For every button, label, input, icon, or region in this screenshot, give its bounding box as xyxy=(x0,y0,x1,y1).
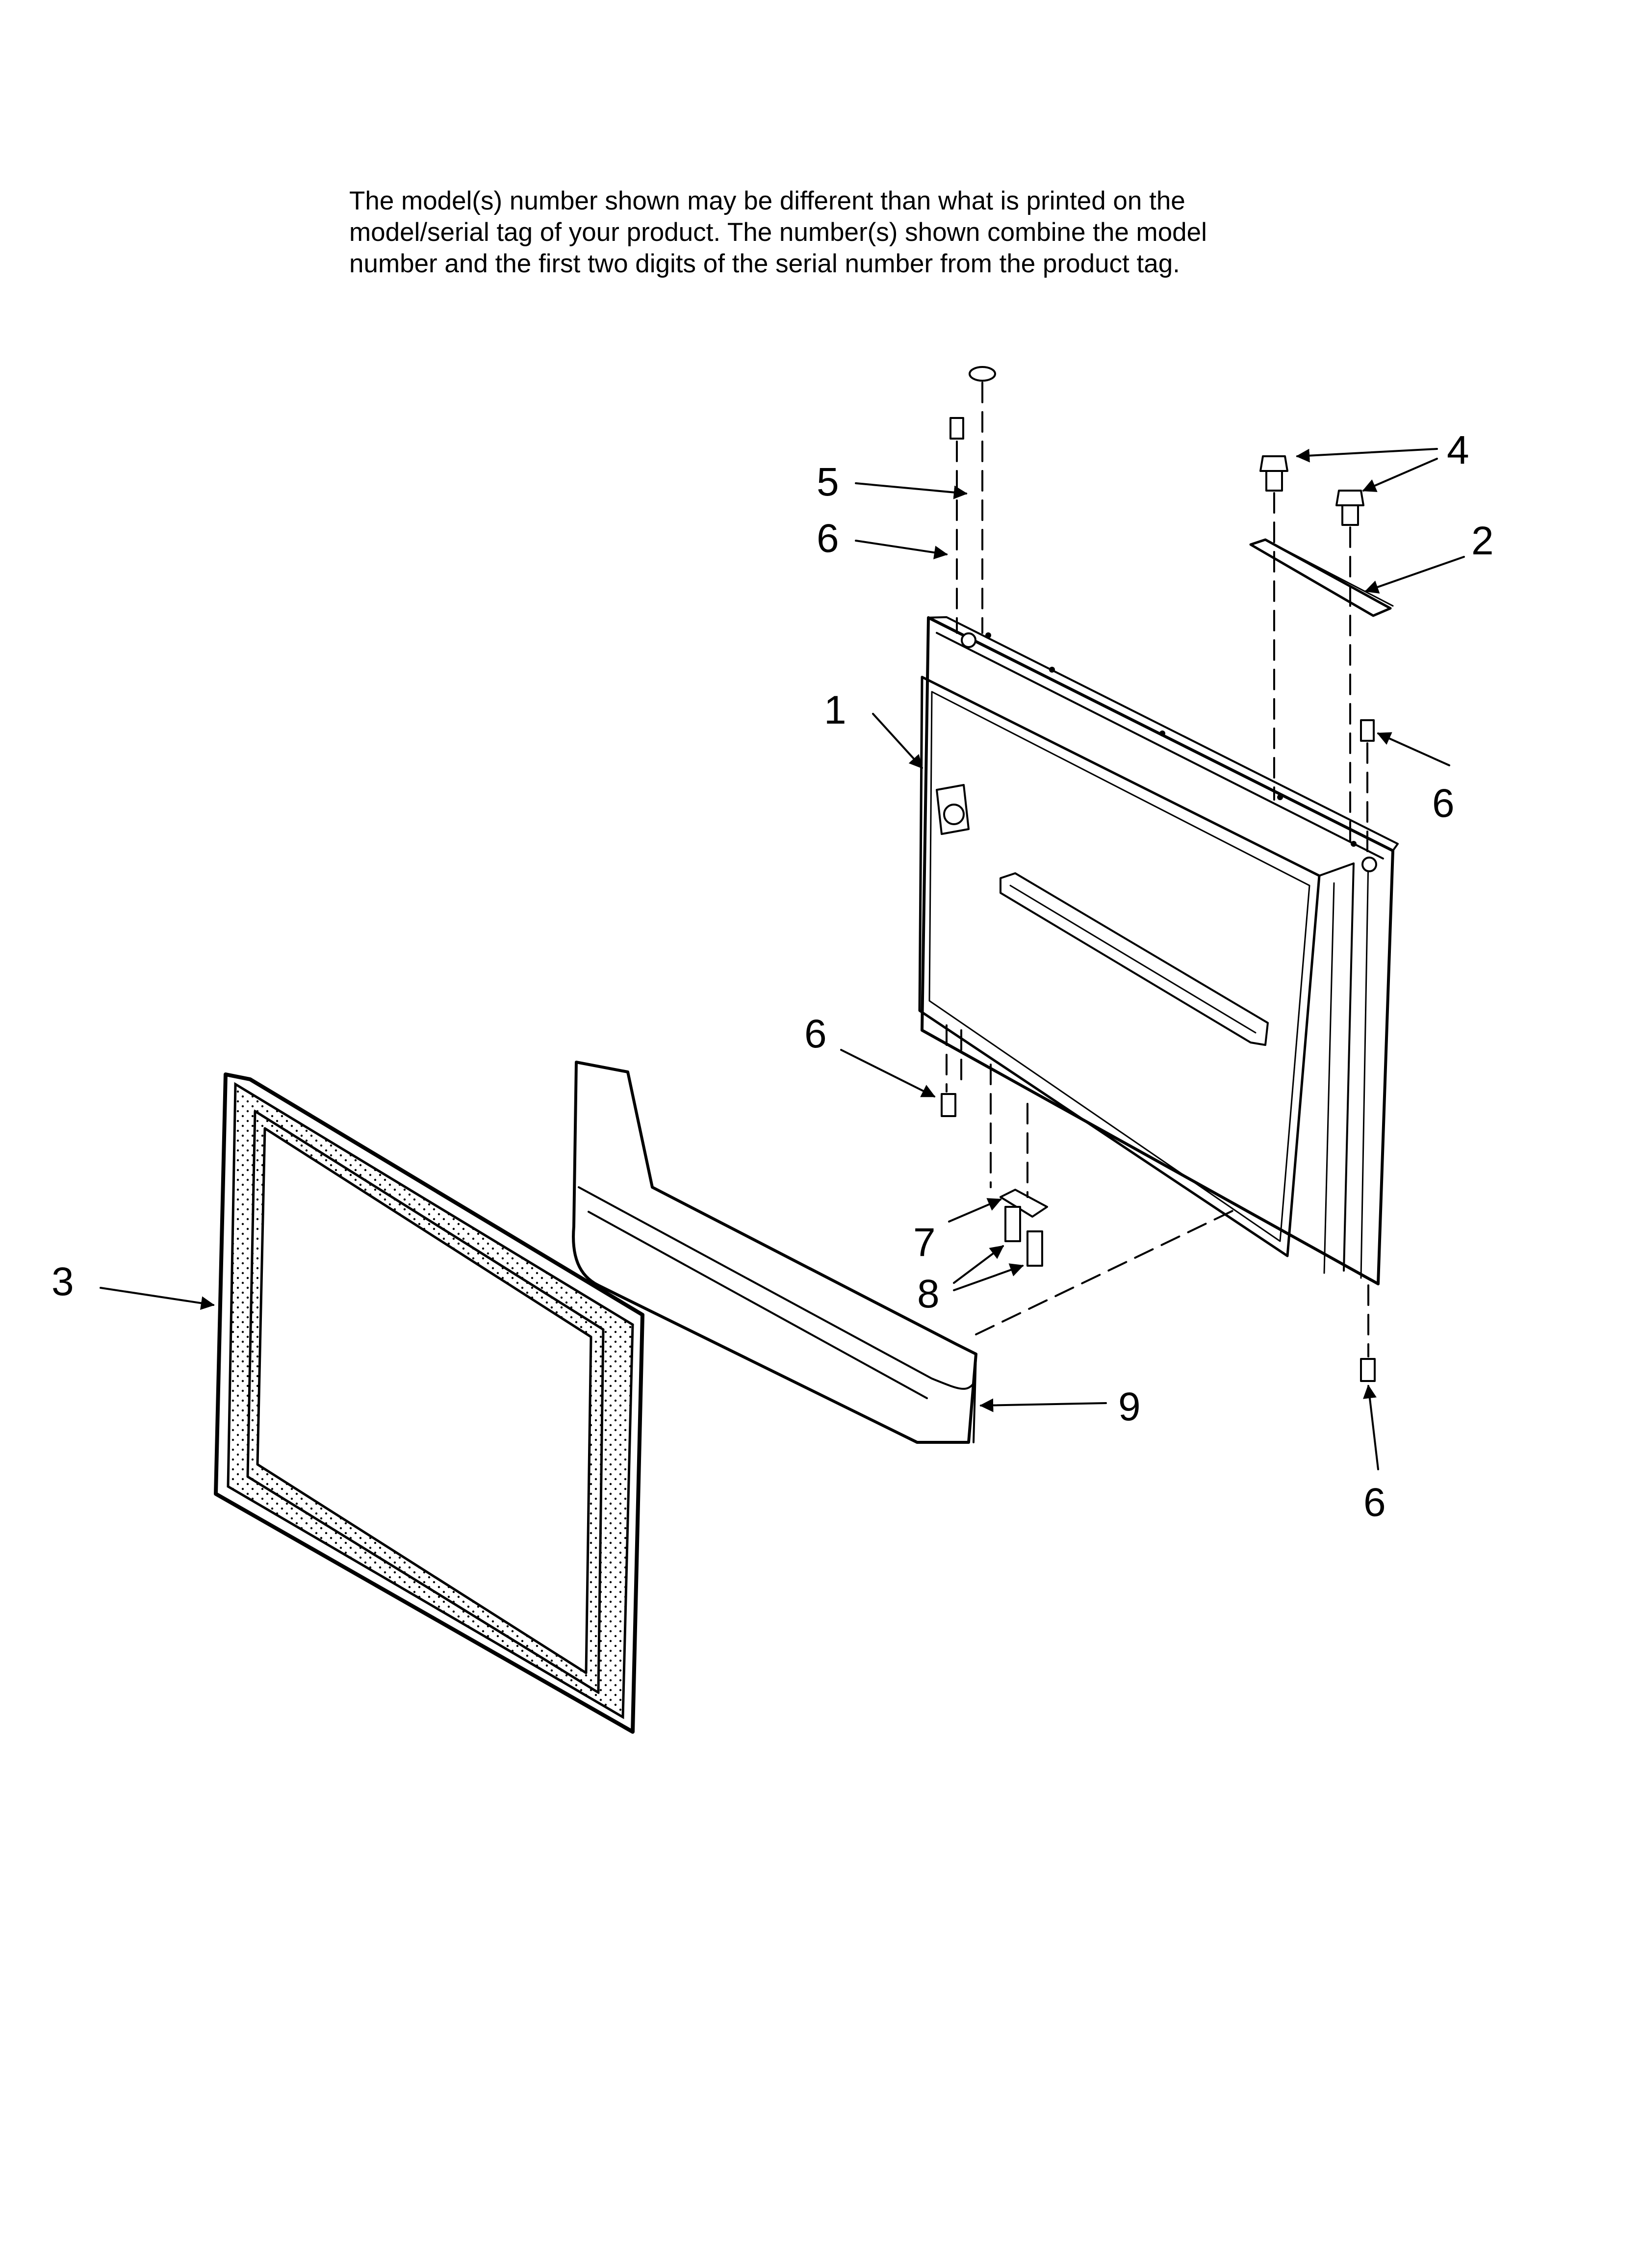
callout-6-bottom-left: 6 xyxy=(804,1012,827,1056)
bushing-bottom-right xyxy=(1360,1358,1376,1382)
callout-9: 9 xyxy=(1118,1384,1141,1429)
callout-2: 2 xyxy=(1471,519,1494,563)
bushing-bottom-left xyxy=(941,1093,956,1117)
lower-hinge xyxy=(1000,1189,1048,1218)
callout-1: 1 xyxy=(824,688,847,732)
door-gasket xyxy=(214,1072,644,1734)
model-number-note: The model(s) number shown may be differe… xyxy=(349,185,1477,280)
bracket xyxy=(1249,538,1394,617)
callout-4: 4 xyxy=(1447,428,1469,472)
freezer-door xyxy=(918,616,1399,1285)
alignment-lines xyxy=(946,382,1369,1357)
callout-7: 7 xyxy=(913,1220,936,1265)
hinge-plug xyxy=(969,366,996,382)
leader-arrows xyxy=(100,448,1465,1470)
note-line-3: number and the first two digits of the s… xyxy=(349,249,1180,278)
callout-3: 3 xyxy=(51,1259,74,1304)
callout-8: 8 xyxy=(917,1272,940,1316)
screw-upper xyxy=(1259,455,1288,492)
note-line-2: model/serial tag of your product. The nu… xyxy=(349,218,1207,247)
bushing-right xyxy=(1360,719,1375,742)
door-bin xyxy=(572,1061,977,1444)
hinge-screws xyxy=(1004,1206,1043,1267)
callout-6-bottom-right: 6 xyxy=(1363,1480,1386,1525)
screw-lower xyxy=(1335,490,1364,526)
callout-6-top: 6 xyxy=(817,516,839,561)
bushing-top xyxy=(949,417,964,440)
callout-6-right: 6 xyxy=(1432,781,1455,826)
callout-5: 5 xyxy=(817,460,839,504)
note-line-1: The model(s) number shown may be differe… xyxy=(349,186,1185,215)
